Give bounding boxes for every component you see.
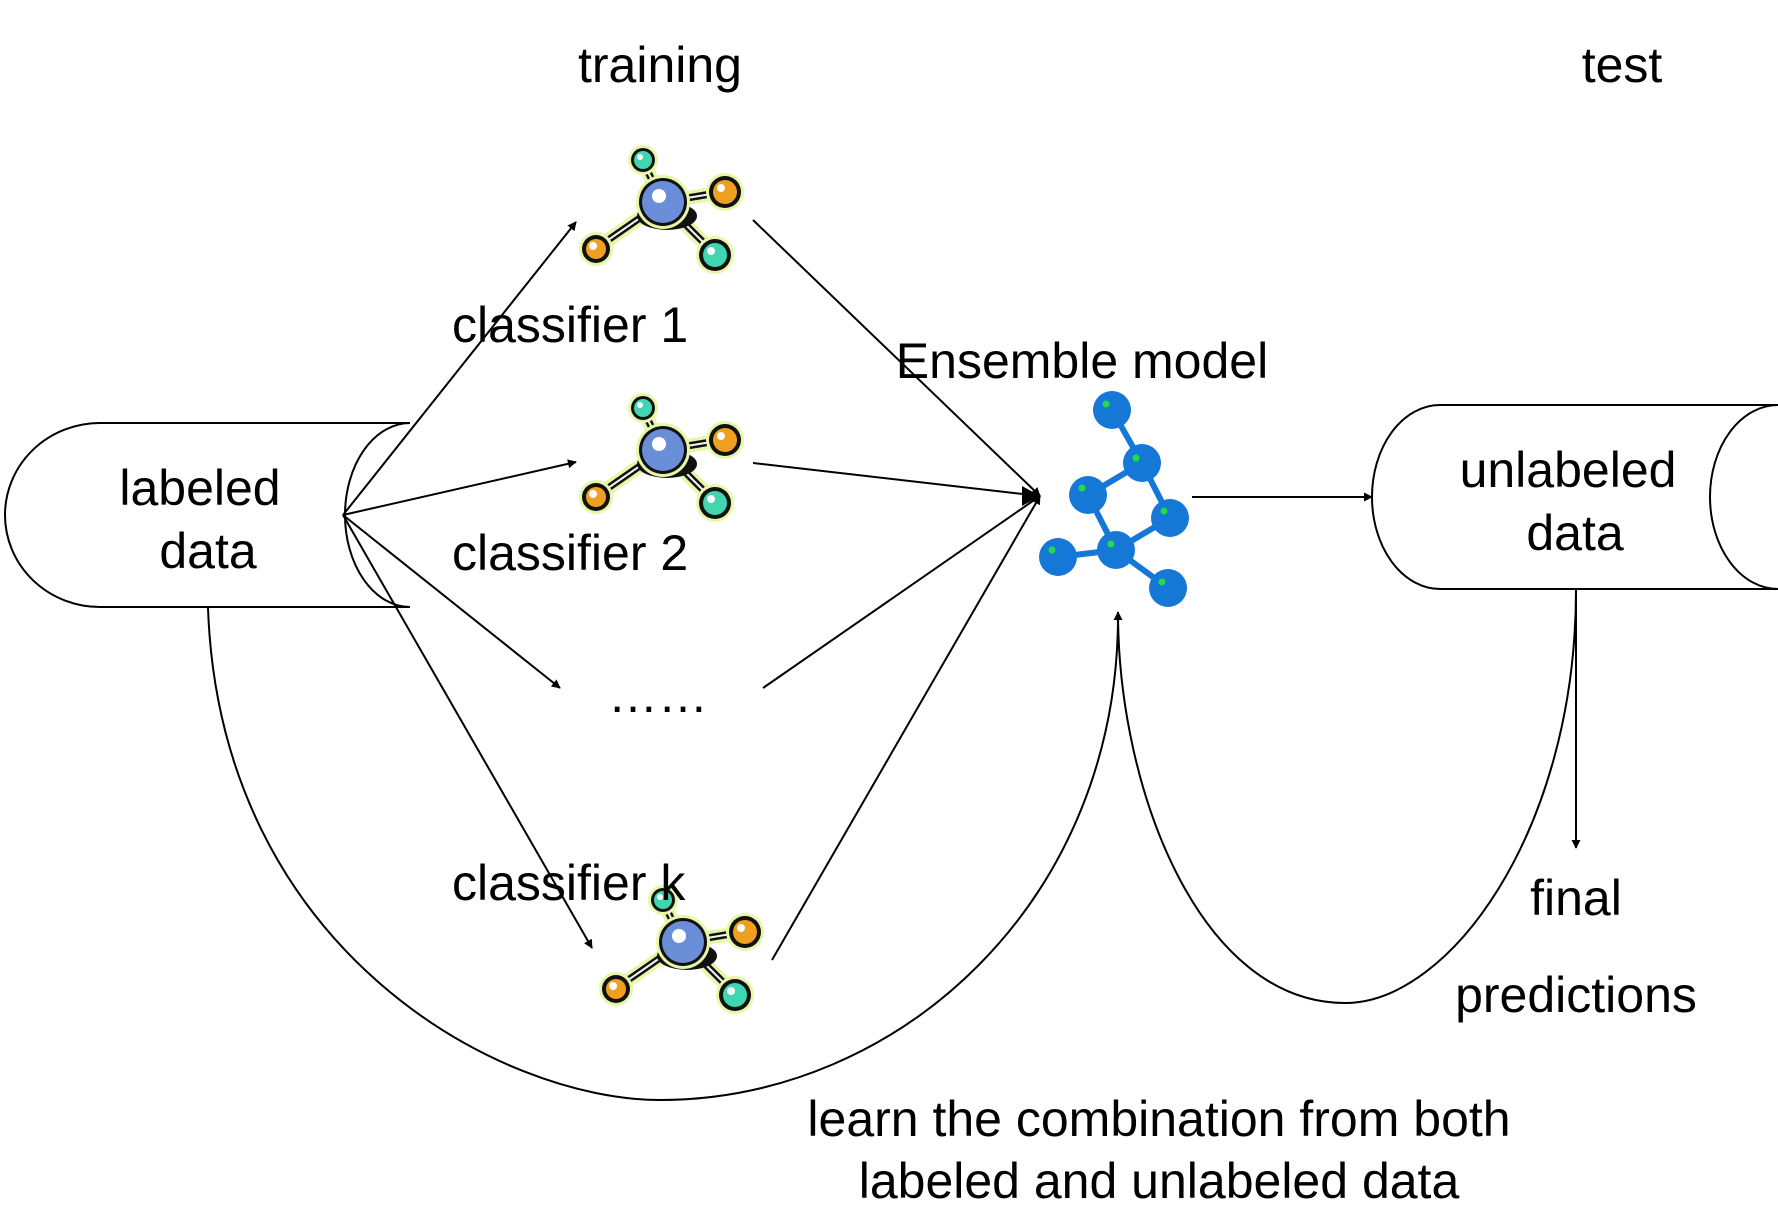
arrow-to-classifier-k — [342, 514, 593, 949]
final-predictions-line1: final — [1530, 870, 1622, 926]
unlabeled-data-label-line2: data — [1526, 505, 1624, 561]
combination-note-line2: labeled and unlabeled data — [859, 1153, 1460, 1209]
arrow-to-classifier-1 — [342, 221, 577, 516]
classifier-1-molecule-icon — [579, 145, 744, 274]
labeled-data-label-line1: labeled — [119, 460, 280, 516]
labeled-data-label-line2: data — [159, 523, 257, 579]
classifier-2-molecule-icon — [579, 393, 744, 522]
arrow-to-dots — [342, 514, 561, 689]
unlabeled-data-label-line1: unlabeled — [1460, 442, 1677, 498]
classifier-dots-label: …… — [608, 667, 708, 723]
ensemble-model-icon — [1039, 391, 1189, 607]
training-header: training — [578, 37, 742, 93]
combination-note-line1: learn the combination from both — [807, 1091, 1510, 1147]
classifier-2-label: classifier 2 — [452, 525, 688, 581]
ensemble-input-arrowhead — [1022, 486, 1040, 506]
arrow-to-classifier-2 — [342, 459, 577, 516]
arrow-dots-to-ensemble — [762, 495, 1041, 689]
classifier-k-label: classifier k — [452, 855, 686, 911]
test-header: test — [1582, 37, 1663, 93]
final-predictions-line2: predictions — [1455, 967, 1697, 1023]
arrow-classifier-k-to-ensemble — [771, 495, 1041, 961]
ensemble-model-label: Ensemble model — [896, 333, 1268, 389]
curve-labeled-to-ensemble — [207, 607, 1123, 1102]
arrow-classifier-1-to-ensemble — [752, 219, 1041, 497]
arrow-classifier-2-to-ensemble — [752, 462, 1041, 500]
classifier-1-label: classifier 1 — [452, 297, 688, 353]
curve-unlabeled-to-ensemble — [1117, 589, 1577, 1005]
